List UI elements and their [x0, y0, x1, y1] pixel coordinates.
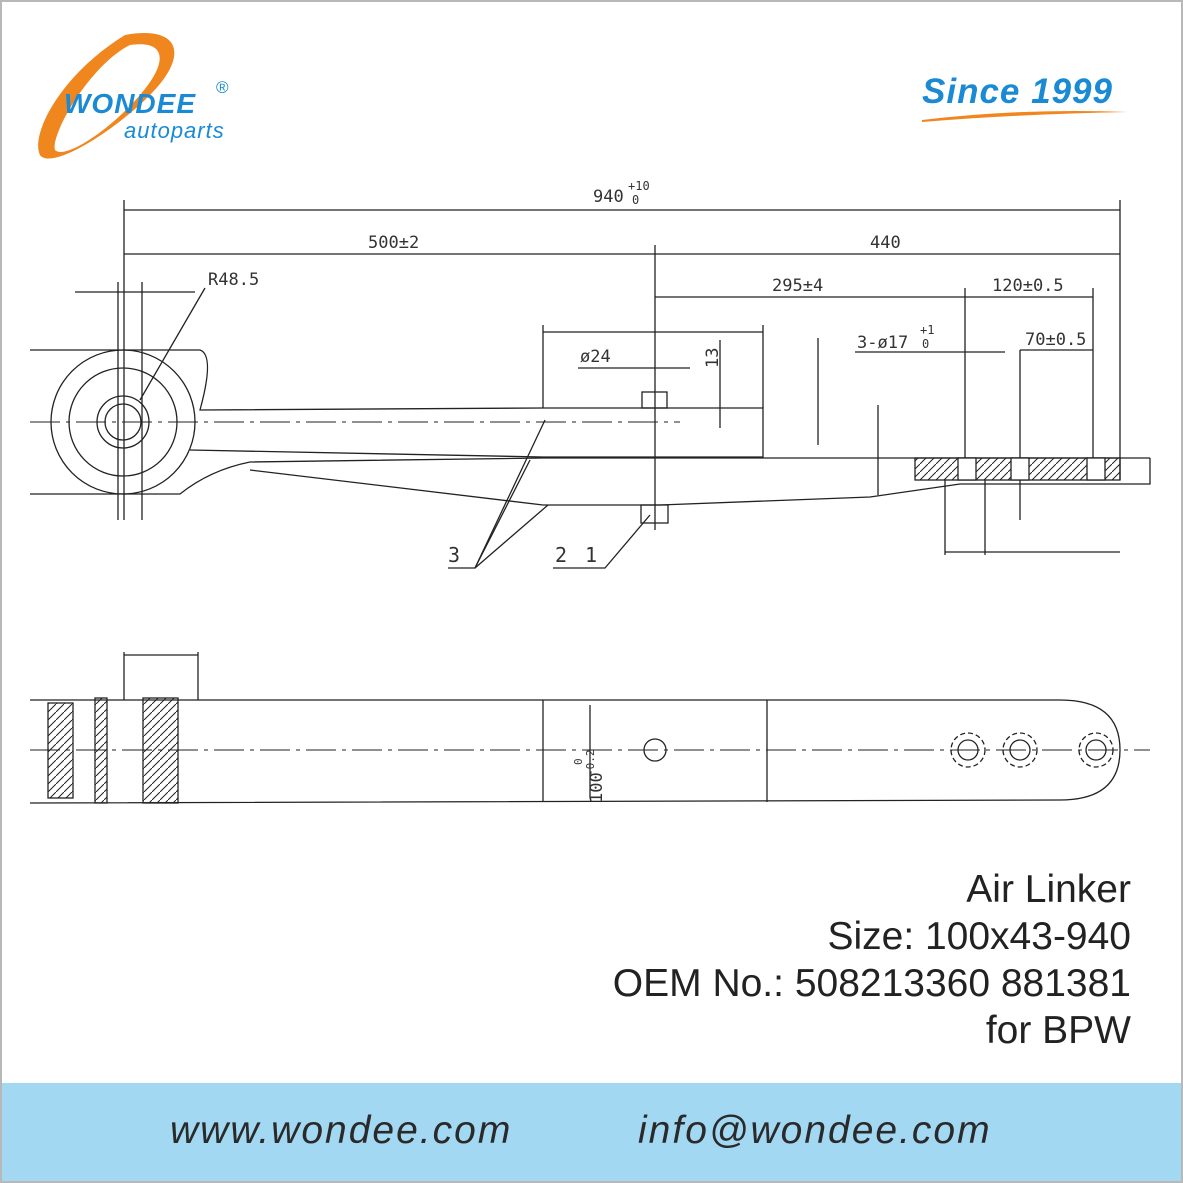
dim-right: 440 [870, 233, 901, 253]
product-info: Air Linker Size: 100x43-940 OEM No.: 508… [613, 866, 1131, 1054]
part-label-2: 2 [555, 543, 567, 567]
dim-width-tol-upper: 0 [572, 758, 585, 765]
product-oem: OEM No.: 508213360 881381 [612, 962, 1131, 1005]
dim-bore: ø24 [580, 347, 611, 367]
dim-width: 100 [587, 772, 607, 803]
registered-mark: ® [216, 78, 229, 97]
footer-bar: www.wondee.com info@wondee.com [2, 1083, 1181, 1181]
logo-swoosh-icon [38, 33, 175, 159]
dim-120: 120±0.5 [992, 276, 1064, 296]
dim-13: 13 [703, 348, 723, 368]
part-label-3: 3 [448, 543, 460, 567]
dim-holes-tol-lower: 0 [922, 337, 929, 351]
dim-total-tol-lower: 0 [632, 193, 639, 207]
dim-295: 295±4 [772, 276, 823, 296]
dim-radius: R48.5 [208, 270, 259, 290]
website-link[interactable]: www.wondee.com [170, 1109, 513, 1152]
technical-drawing: 940 +10 0 500±2 440 295±4 120±0.5 R48.5 … [29, 179, 1151, 804]
part-label-1: 1 [585, 543, 597, 567]
dim-total-tol-upper: +10 [628, 179, 650, 193]
product-size: Size: 100x43-940 [827, 915, 1131, 958]
dim-left: 500±2 [368, 233, 419, 253]
dim-total: 940 [593, 187, 624, 207]
email-link[interactable]: info@wondee.com [638, 1109, 992, 1152]
dim-holes-tol-upper: +1 [920, 323, 934, 337]
since-tagline: Since 1999 [922, 72, 1113, 111]
product-fitment: for BPW [985, 1009, 1131, 1052]
tagline-underline-swoosh [922, 111, 1128, 122]
product-name: Air Linker [966, 868, 1131, 911]
dim-holes: 3-ø17 [857, 333, 908, 353]
logo-brand: WONDEE [64, 88, 196, 119]
dim-70: 70±0.5 [1025, 330, 1086, 350]
logo-subtitle: autoparts [124, 118, 225, 143]
dim-width-tol-lower: -0.2 [584, 750, 597, 777]
